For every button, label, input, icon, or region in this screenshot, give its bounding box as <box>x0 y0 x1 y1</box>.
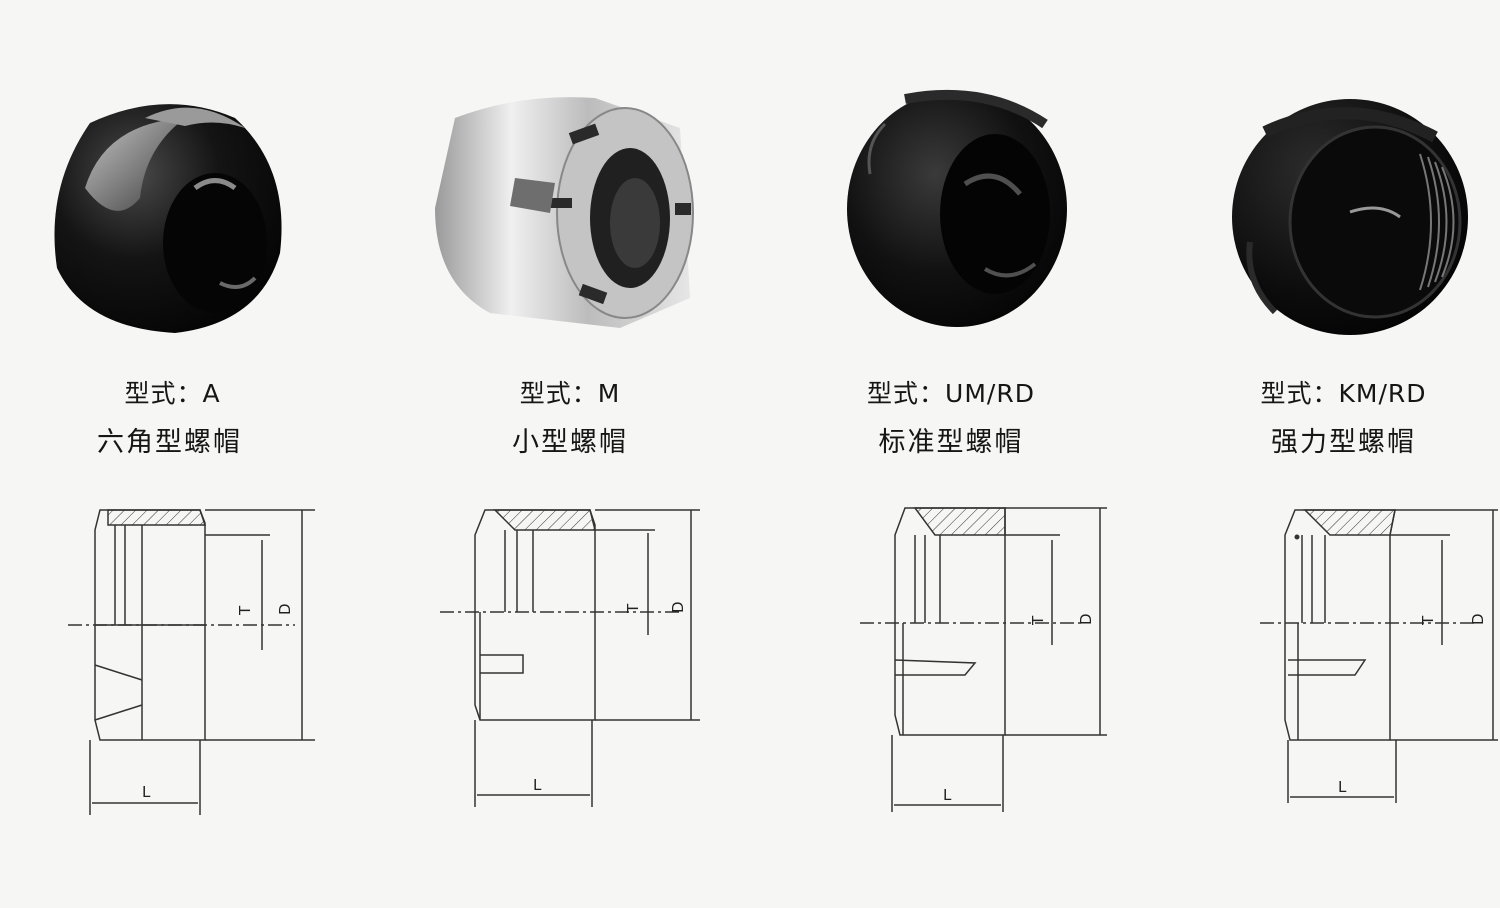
dim-l-label-km-rd: L <box>1338 778 1347 796</box>
dim-d-label-um-rd: D <box>1077 613 1095 625</box>
product-name-m: 小型螺帽 <box>512 427 628 458</box>
product-column-m: 型式：M 小型螺帽 T D L <box>375 0 750 908</box>
product-name-um-rd: 标准型螺帽 <box>878 427 1024 458</box>
dim-l-label-a: L <box>142 783 151 801</box>
dim-t-label-km-rd: T <box>1419 615 1437 626</box>
type-prefix: 型式： <box>124 379 203 408</box>
dim-d-label-m: D <box>669 601 687 613</box>
technical-drawing-km-rd: T D L <box>1260 509 1498 803</box>
dim-l-label-m: L <box>533 776 542 794</box>
technical-drawing-a: T D L <box>68 509 315 815</box>
product-name-km-rd: 强力型螺帽 <box>1271 427 1416 458</box>
product-name-a: 六角型螺帽 <box>97 427 242 458</box>
dim-t-label-m: T <box>624 603 642 614</box>
dim-d-label-a: D <box>276 603 294 615</box>
type-label-m: 型式：M <box>390 374 750 410</box>
type-prefix: 型式： <box>867 379 946 408</box>
dim-t-label-um-rd: T <box>1029 615 1047 626</box>
type-code: M <box>597 379 621 408</box>
type-prefix: 型式： <box>519 379 598 408</box>
type-label-km-rd: 型式：KM/RD <box>1187 374 1500 410</box>
slotted-nut-photo <box>435 97 694 328</box>
dim-d-label-km-rd: D <box>1469 613 1487 625</box>
type-code: UM/RD <box>945 379 1035 408</box>
type-prefix: 型式： <box>1260 379 1339 408</box>
technical-drawing-m: T D L <box>440 509 700 807</box>
dim-l-label-um-rd: L <box>943 786 952 804</box>
round-nut-photo <box>847 89 1067 327</box>
type-code: A <box>202 379 221 408</box>
product-column-km-rd: 型式：KM/RD 强力型螺帽 T D L <box>1125 0 1500 908</box>
product-column-um-rd: 型式：UM/RD 标准型螺帽 T D L <box>750 0 1125 908</box>
technical-drawing-um-rd: T D L <box>860 507 1107 812</box>
heavy-nut-photo <box>1232 99 1468 335</box>
dim-t-label-a: T <box>236 605 254 616</box>
type-code: KM/RD <box>1338 379 1427 408</box>
type-label-um-rd: 型式：UM/RD <box>777 374 1125 410</box>
product-column-a: 型式：A 六角型螺帽 T D L <box>0 0 375 908</box>
type-label-a: 型式：A <box>0 374 375 410</box>
hex-nut-photo <box>54 104 282 334</box>
